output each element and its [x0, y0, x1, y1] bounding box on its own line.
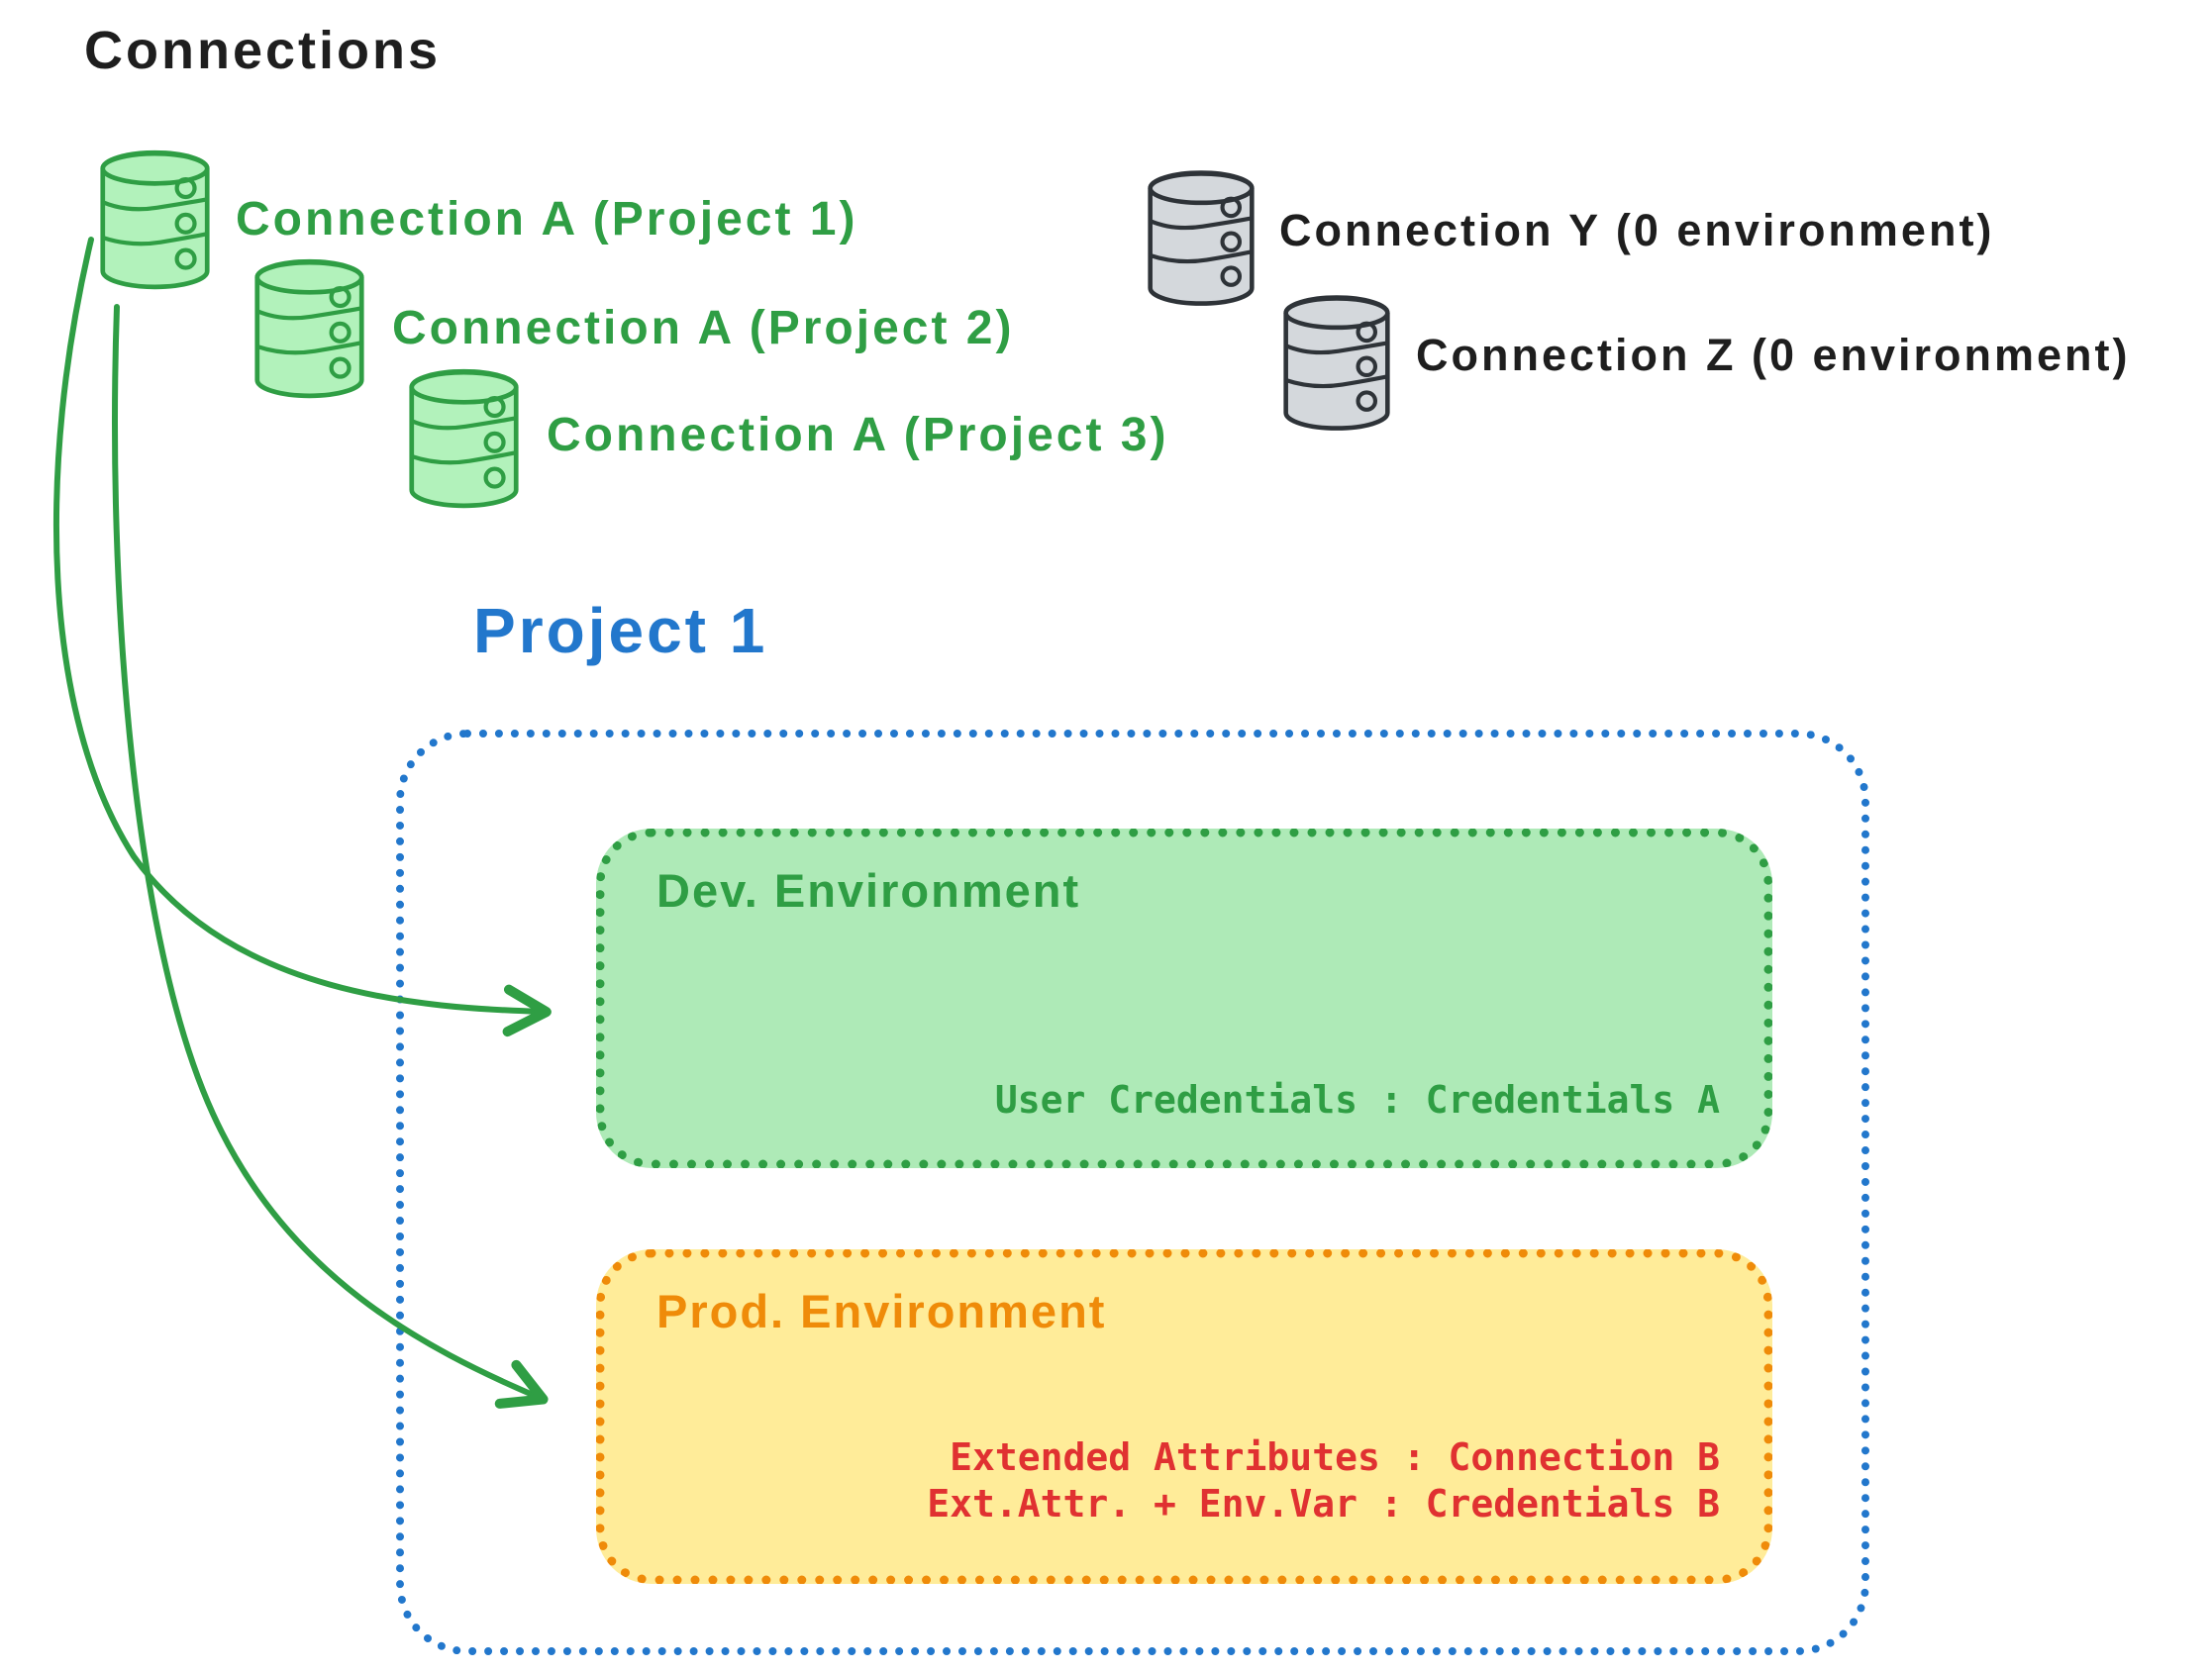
project-title: Project 1 [473, 595, 768, 666]
label-connection-z: Connection Z (0 environment) [1416, 330, 2131, 380]
database-icon-connection-a-project-1 [99, 148, 211, 293]
dev-environment-title: Dev. Environment [656, 864, 1081, 917]
connections-title: Connections [84, 21, 442, 80]
label-connection-a-project-2: Connection A (Project 2) [392, 302, 1015, 354]
dev-credentials-mapping: User Credentials : Credentials A [995, 1077, 1720, 1124]
database-icon-connection-a-project-3 [408, 367, 520, 512]
dev-credentials-line: User Credentials : Credentials A [994, 1078, 1720, 1122]
prod-credentials-line-2: Ext.Attr. + Env.Var : Credentials B [927, 1482, 1720, 1526]
prod-environment-box: Prod. Environment Extended Attributes : … [596, 1249, 1772, 1584]
database-icon-connection-a-project-2 [253, 257, 365, 402]
prod-environment-title: Prod. Environment [656, 1285, 1107, 1337]
database-icon-connection-y [1147, 168, 1256, 310]
label-connection-a-project-3: Connection A (Project 3) [547, 409, 1169, 461]
database-icon-connection-z [1282, 293, 1391, 435]
project-1-box: Dev. Environment User Credentials : Cred… [396, 730, 1869, 1655]
label-connection-a-project-1: Connection A (Project 1) [236, 193, 858, 246]
label-connection-y: Connection Y (0 environment) [1279, 205, 1995, 255]
prod-credentials-line-1: Extended Attributes : Connection B [950, 1435, 1720, 1479]
prod-credentials-mapping: Extended Attributes : Connection B Ext.A… [927, 1434, 1720, 1527]
dev-environment-box: Dev. Environment User Credentials : Cred… [596, 829, 1772, 1168]
